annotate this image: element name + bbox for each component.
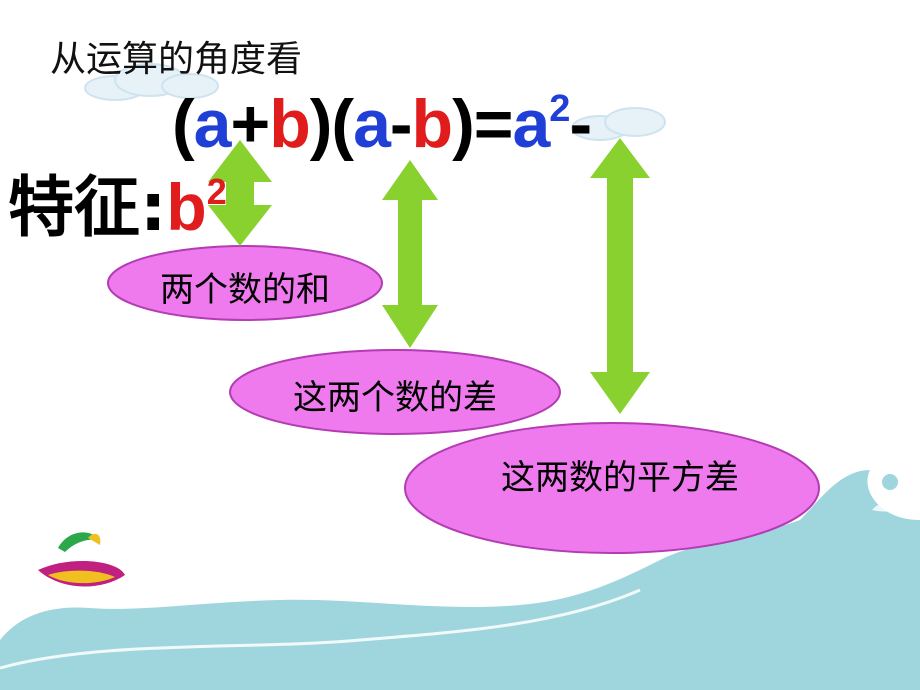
feature-exponent: 2 [206,171,227,212]
formula-paren: ) [452,86,475,162]
feature-colon: : [140,169,167,246]
double-arrow-difference [382,160,438,348]
bubble-sum-label: 两个数的和 [160,270,330,310]
feature-label: 特征:b2 [8,165,227,250]
formula-plus: + [230,86,270,162]
formula-paren: ( [172,86,195,162]
water-droplet [882,474,898,490]
formula-var-a: a [193,86,232,162]
bubble-difference-label: 这两个数的差 [293,378,497,418]
slide-heading: 从运算的角度看 [50,39,303,80]
formula-minus: - [569,86,592,162]
formula-paren: ( [331,86,354,162]
wave-highlight [0,588,641,670]
formula-equals: = [473,86,514,162]
bubble-sum [107,245,383,321]
cloud-decoration-right [571,107,666,141]
formula-var-b: b [411,86,454,162]
formula-minus: - [389,86,413,162]
formula-var-a: a [512,86,550,162]
boat-decoration [38,532,125,587]
double-arrow-sum [208,140,272,246]
feature-var-b: b [166,170,207,244]
formula-var-a: a [353,86,391,162]
bubble-square-difference [404,422,820,554]
bubble-square-difference-label: 这两数的平方差 [501,458,739,498]
wave-background [0,470,920,690]
formula-var-b: b [269,86,311,162]
feature-word: 特征 [8,169,140,246]
formula-exponent: 2 [549,88,570,130]
bubble-difference [229,349,561,435]
double-arrow-square-difference [590,138,650,414]
cloud-decoration [84,63,219,101]
formula-line: (a+b)(a-b)=a2- [172,84,592,164]
wave-crest [872,500,915,512]
formula-paren: ) [309,86,333,162]
